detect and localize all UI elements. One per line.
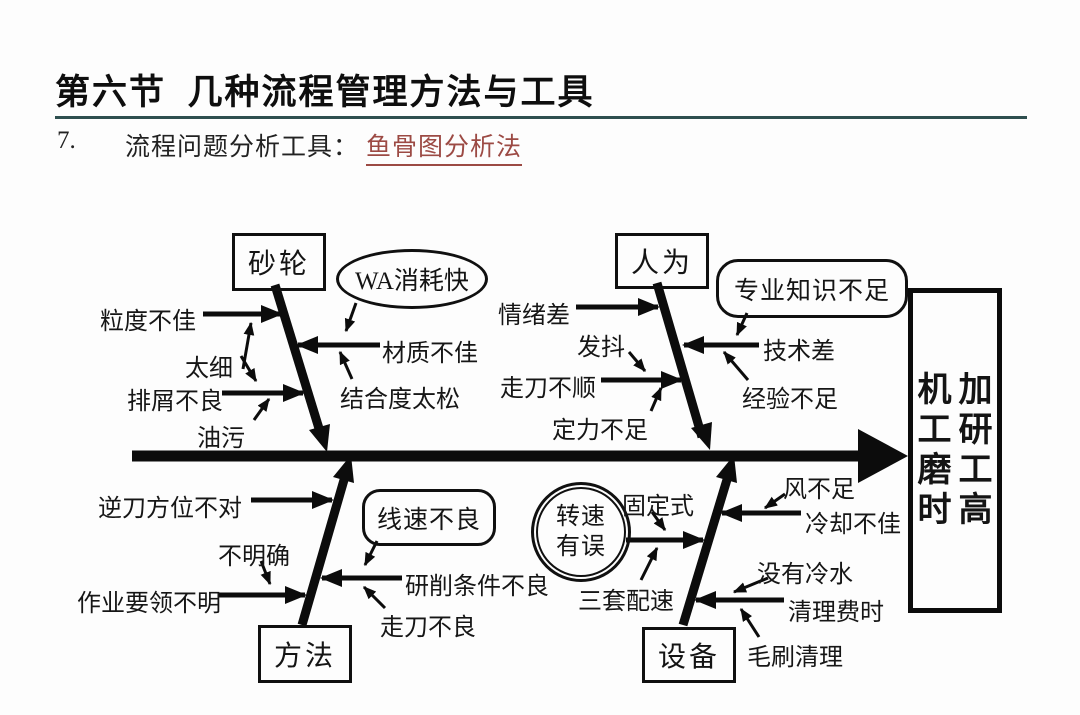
category-box-method: 方法: [258, 625, 352, 683]
category-label: 人为: [630, 248, 693, 279]
cause-label-unclear: 不明确: [218, 544, 290, 570]
cause-label-insufficient-air: 风不足: [783, 477, 855, 503]
cause-label-three-speed-sets: 三套配速: [578, 589, 674, 615]
cause-label-bad-mood: 情绪差: [498, 303, 570, 329]
cause-label-no-cold-water: 没有冷水: [757, 562, 853, 588]
page-title: 第六节 几种流程管理方法与工具: [55, 73, 595, 112]
spine-arrowhead: [858, 429, 908, 483]
cause-label-shaking: 发抖: [577, 335, 625, 361]
effect-text-row: 磨工: [917, 451, 1000, 489]
branch-grinding-wheel: [203, 283, 380, 452]
cause-label-fixed-type: 固定式: [622, 494, 694, 520]
category-box-human: 人为: [615, 233, 709, 289]
effect-box: 机加 工研 磨工 时高: [908, 288, 1002, 613]
branch-equipment: [626, 455, 801, 638]
cause-label-material-poor: 材质不佳: [382, 341, 478, 367]
title-divider-rule: [55, 116, 1027, 119]
branch-human: [576, 281, 759, 450]
branch-method: [219, 455, 402, 627]
cause-label-lack-steadiness: 定力不足: [552, 418, 648, 444]
category-label: 方法: [273, 641, 336, 672]
effect-text-row: 工研: [917, 411, 1000, 449]
item-label: 流程问题分析工具：: [125, 134, 360, 161]
cause-label-too-fine: 太细: [185, 356, 233, 382]
category-box-equipment: 设备: [642, 627, 736, 683]
item-number: 7.: [57, 127, 76, 154]
cause-label-brush-cleaning: 毛刷清理: [747, 645, 843, 671]
fishbone-method-link[interactable]: 鱼骨图分析法: [366, 127, 523, 166]
cause-label-poor-skill: 技术差: [763, 339, 835, 365]
effect-text-row: 机加: [917, 371, 1000, 409]
note-ellipse-wa-consumption: WA消耗快: [336, 249, 488, 309]
cause-label-feed-not-smooth: 走刀不顺: [500, 376, 596, 402]
cause-label-wrong-tool-direction: 逆刀方位不对: [98, 496, 242, 522]
effect-text-row: 时高: [917, 491, 1000, 529]
category-label: 砂轮: [247, 249, 310, 280]
cause-label-poor-cooling: 冷却不佳: [805, 512, 901, 538]
cause-label-procedure-unclear: 作业要领不明: [77, 591, 221, 617]
double-circle-inner: 转速 有误: [536, 487, 626, 577]
cause-label-chip-removal: 排屑不良: [127, 389, 223, 415]
cause-label-poor-feed: 走刀不良: [380, 615, 476, 641]
note-label: 专业知识不足: [733, 277, 890, 305]
cause-label-grinding-conditions: 研削条件不良: [405, 574, 549, 600]
cause-label-oil-stain: 油污: [197, 426, 245, 452]
cause-label-cleaning-time: 清理费时: [788, 600, 884, 626]
double-circle-speed-error: 转速 有误: [531, 482, 631, 582]
note-rounded-line-speed: 线速不良: [362, 489, 496, 546]
cause-label-bonding-loose: 结合度太松: [340, 387, 460, 413]
note-rounded-professional-knowledge: 专业知识不足: [716, 259, 908, 318]
note-label: WA消耗快: [355, 268, 469, 295]
note-label: 转速 有误: [556, 504, 606, 560]
category-label: 设备: [657, 642, 720, 673]
category-box-grinding-wheel: 砂轮: [232, 233, 326, 291]
note-label: 线速不良: [376, 506, 481, 534]
cause-label-lack-experience: 经验不足: [742, 387, 838, 413]
spine: [132, 429, 908, 483]
cause-label-grain-size: 粒度不佳: [100, 309, 196, 335]
